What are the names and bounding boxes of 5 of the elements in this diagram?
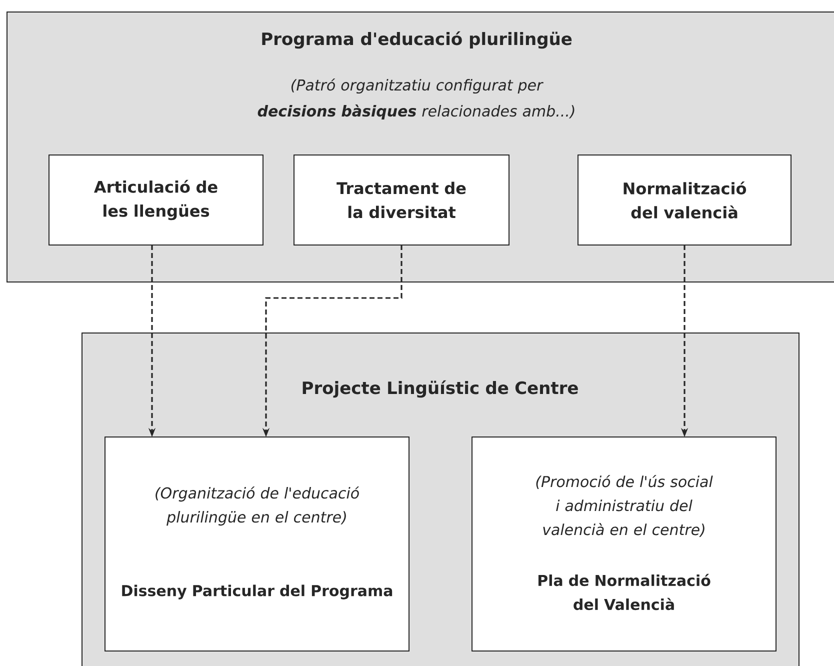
decision-box: Tractament de la diversitat xyxy=(294,154,510,246)
decision-box: Normalització del valencià xyxy=(578,154,792,246)
document-box: (Promoció de l'ús social i administratiu del valencià en el centre) Pla de Normalització del Valencià xyxy=(472,436,776,652)
decision-box: Articulació de les llengües xyxy=(48,154,264,246)
document-box: (Organització de l'educació plurilingüe en el centre) Disseny Particular del Programa xyxy=(104,436,410,652)
